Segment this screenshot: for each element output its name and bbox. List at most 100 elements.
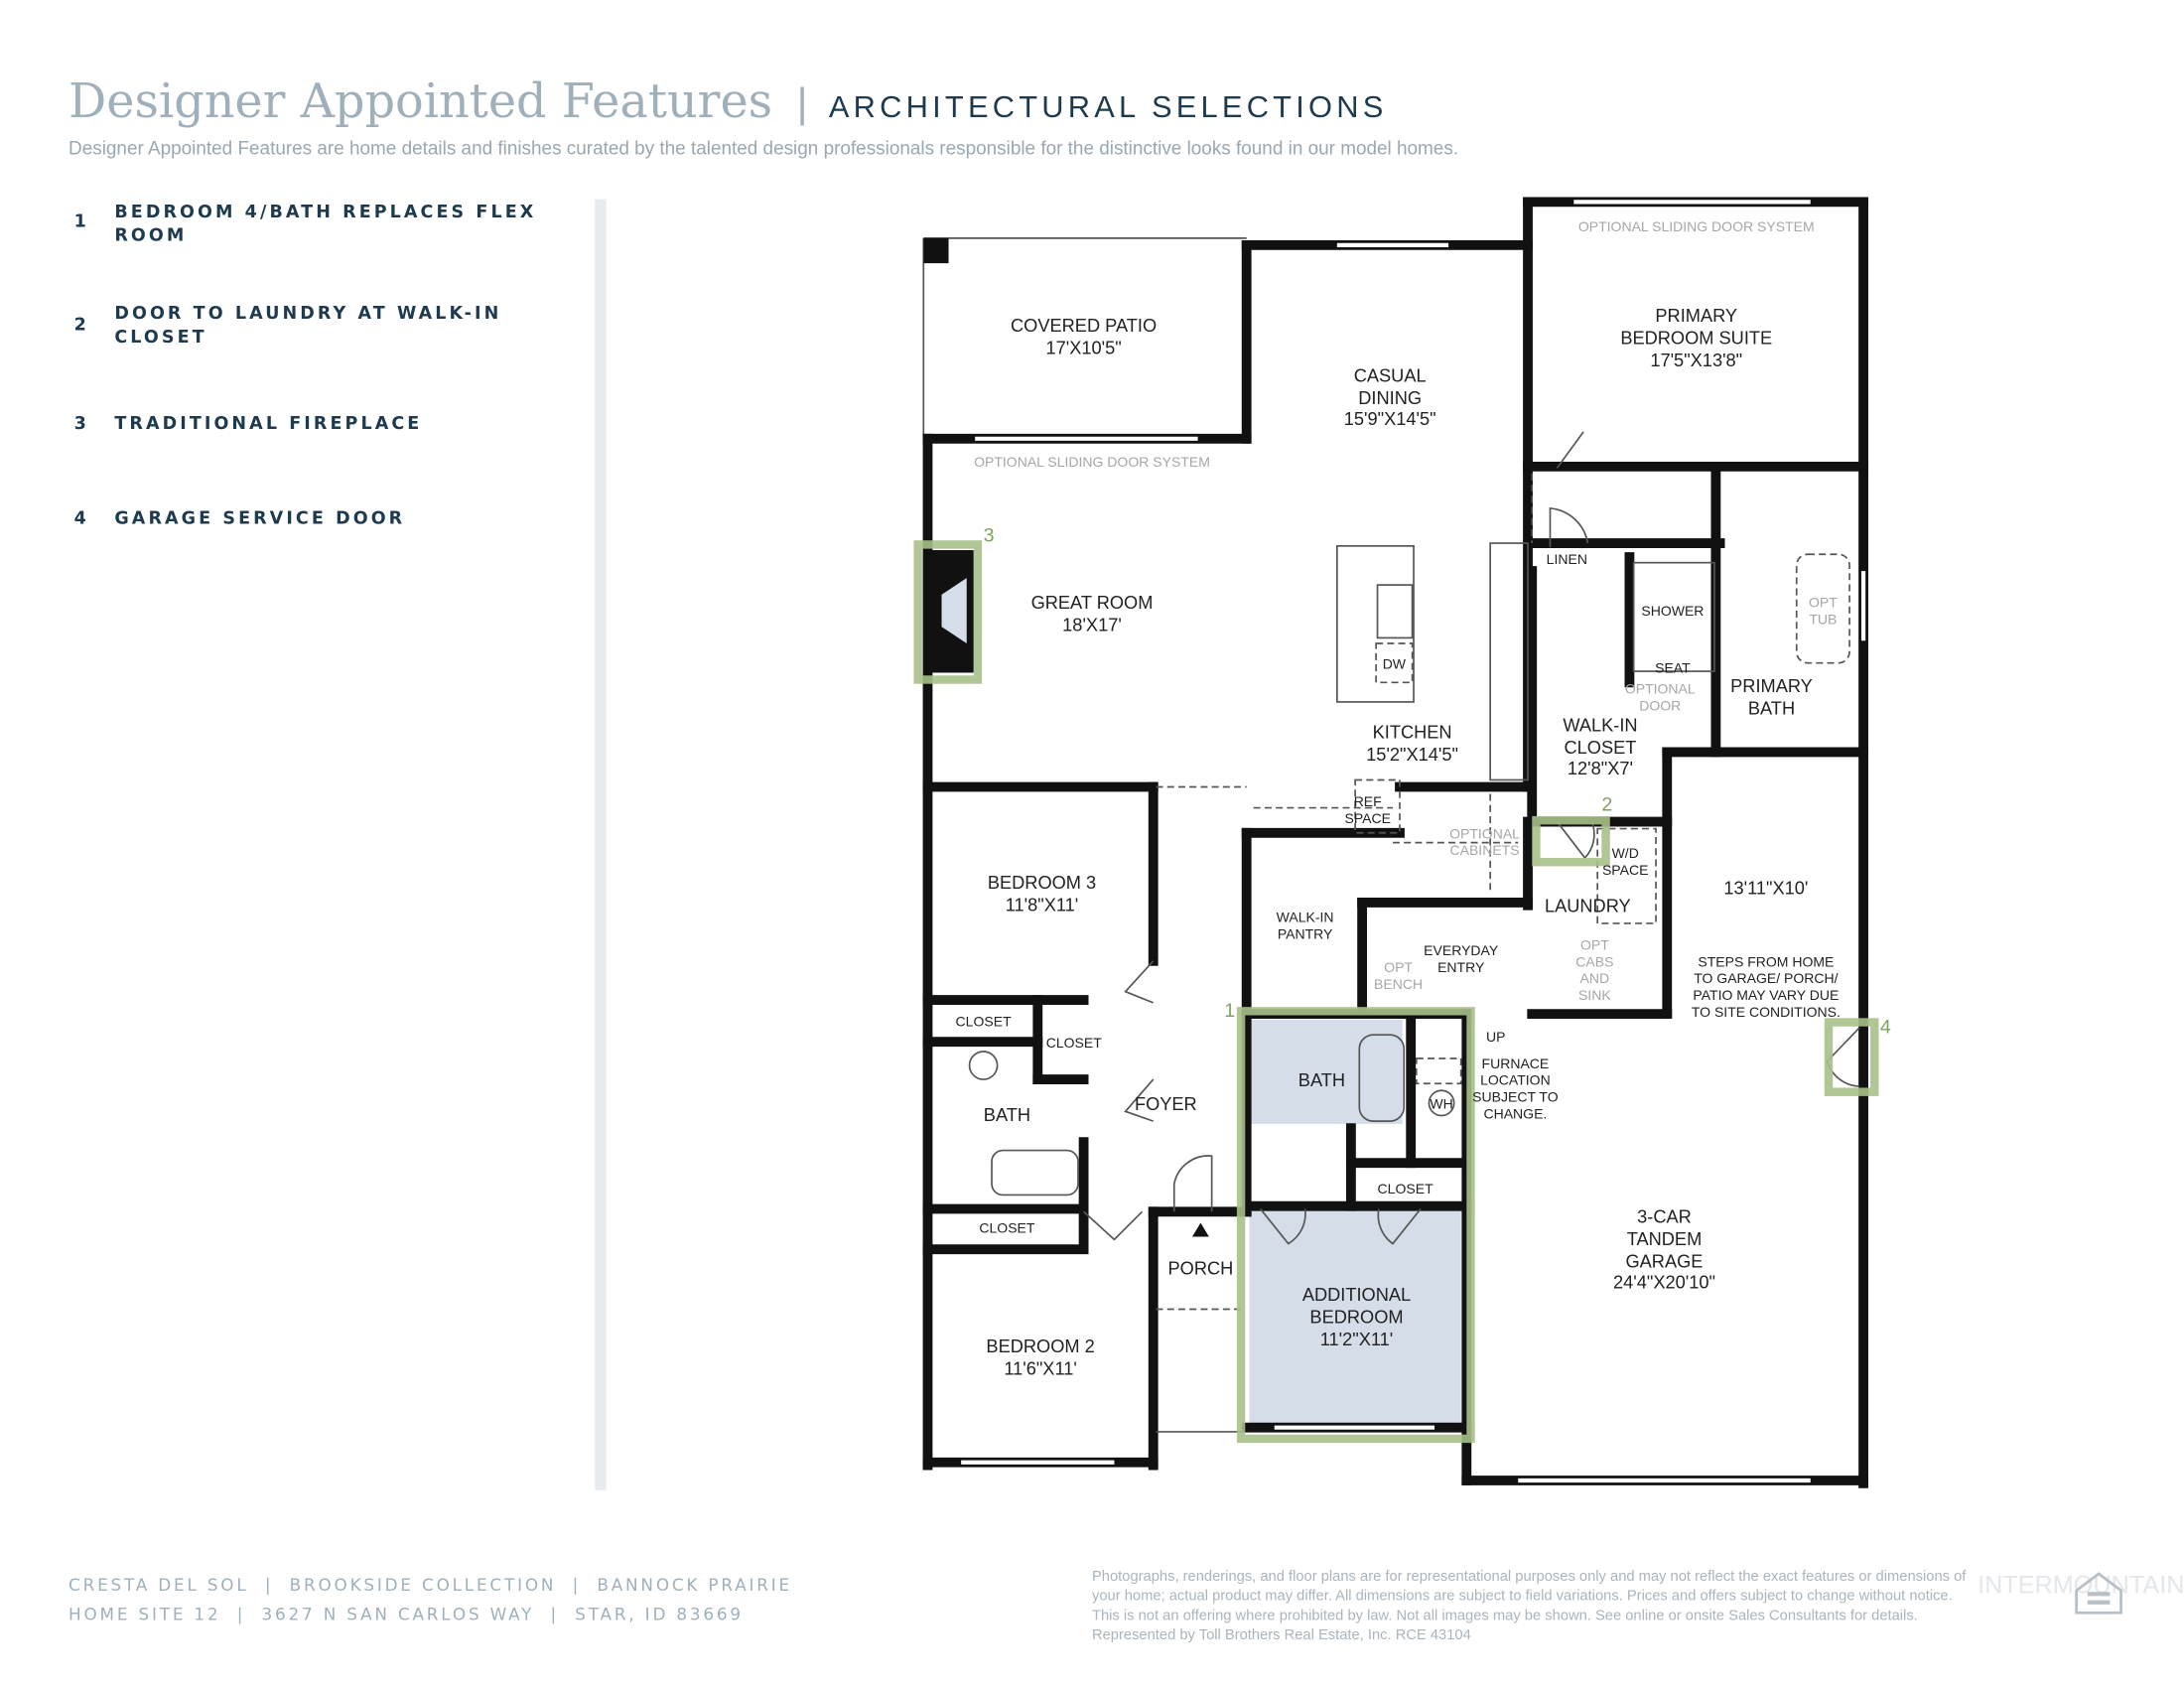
- plan-label: WALK-IN: [1277, 910, 1334, 925]
- opt-tub: [1795, 553, 1850, 664]
- plan-label: PATIO MAY VARY DUE: [1693, 987, 1839, 1003]
- plan-element: [1549, 431, 1589, 548]
- plan-element: [1532, 815, 1610, 867]
- feature-number: 2: [74, 315, 89, 335]
- patio-post: [923, 237, 949, 264]
- plan-label: PRIMARY: [1655, 305, 1737, 326]
- patio-outline: [922, 237, 1247, 439]
- plan-element: [1236, 1007, 1475, 1444]
- floor-plan: 1 2 3 4 COVERED PATIO 17'X10'5" CASUAL D…: [913, 197, 1891, 1488]
- plan-label: 11'6"X11': [1004, 1357, 1077, 1378]
- plan-label: PANTRY: [1278, 925, 1333, 941]
- plan-label: GREAT ROOM: [1031, 592, 1154, 613]
- plan-label: SHOWER: [1641, 603, 1704, 619]
- plan-label: EVERYDAY: [1424, 942, 1499, 958]
- feature-label: TRADITIONAL FIREPLACE: [114, 414, 422, 434]
- plan-label: PRIMARY: [1730, 675, 1813, 696]
- plan-element: [1824, 1018, 1879, 1096]
- plan-element: [1260, 1207, 1422, 1245]
- plan-label: BEDROOM 2: [986, 1336, 1094, 1356]
- feature-number: 1: [74, 212, 89, 232]
- plan-label: OPT: [1809, 595, 1838, 611]
- marker-3: 3: [984, 525, 995, 547]
- water-heater: [1428, 1089, 1455, 1117]
- plan-element: [1556, 821, 1595, 860]
- plan-label: TO GARAGE/ PORCH/: [1694, 970, 1838, 986]
- plan-label: FURNACE: [1482, 1055, 1550, 1071]
- plan-label: CLOSET: [1046, 1035, 1103, 1051]
- intro-text: Designer Appointed Features are home det…: [68, 139, 1458, 160]
- plan-label: DW: [1383, 655, 1407, 671]
- footer-community: CRESTA DEL SOL | BROOKSIDE COLLECTION | …: [68, 1575, 792, 1595]
- plan-annotations: OPTIONAL SLIDING DOOR SYSTEM OPTIONAL SL…: [956, 218, 1841, 1235]
- plan-label: OPTIONAL SLIDING DOOR SYSTEM: [1578, 218, 1815, 234]
- bathtub: [1358, 1034, 1406, 1122]
- plan-label: STEPS FROM HOME: [1698, 953, 1834, 969]
- plan-label: TANDEM: [1627, 1228, 1703, 1249]
- plan-label: CASUAL: [1354, 364, 1427, 385]
- plan-label: CHANGE.: [1483, 1105, 1547, 1121]
- marker-1: 1: [1224, 1000, 1235, 1022]
- plan-label: CABINETS: [1449, 842, 1519, 858]
- plan-label: Photographs, renderings, and floor plans…: [1092, 1569, 1967, 1585]
- windows: [961, 200, 1866, 1483]
- page-subtitle: ARCHITECTURAL SELECTIONS: [829, 89, 1388, 124]
- plan-label: BATH: [1298, 1069, 1345, 1090]
- plan-label: CLOSET: [1565, 737, 1637, 758]
- equal-housing-icon: [2075, 1572, 2122, 1615]
- feature-label: BEDROOM 4/BATH REPLACES FLEX: [114, 203, 536, 222]
- plan-label: BEDROOM: [1309, 1307, 1403, 1328]
- plan-label: OPTIONAL SLIDING DOOR SYSTEM: [974, 454, 1210, 470]
- plan-label: BEDROOM 3: [988, 872, 1096, 893]
- plan-element: [913, 540, 983, 684]
- feature-label: CLOSET: [114, 328, 206, 348]
- legal-disclaimer: Photographs, renderings, and floor plans…: [1092, 1569, 1967, 1643]
- plan-label: 3-CAR: [1637, 1206, 1692, 1227]
- page-title: Designer Appointed Features: [68, 74, 772, 129]
- feature-label: DOOR TO LAUNDRY AT WALK-IN: [114, 304, 501, 324]
- plan-label: OPT: [1384, 959, 1413, 975]
- sink-icon: [968, 1051, 999, 1080]
- plan-label: SPACE: [1344, 810, 1390, 826]
- kitchen-island: [1336, 544, 1415, 703]
- plan-label: PORCH: [1168, 1257, 1234, 1278]
- plan-label: W/D: [1612, 845, 1639, 861]
- bathtub: [991, 1149, 1079, 1196]
- plan-label: 15'9"X14'5": [1344, 408, 1436, 429]
- plan-label: WH: [1430, 1096, 1452, 1112]
- plan-label: ENTRY: [1437, 959, 1485, 975]
- plan-label: 12'8"X7': [1568, 758, 1633, 778]
- plan-label: BENCH: [1374, 976, 1423, 992]
- additional-bedroom-fill: [1249, 1208, 1461, 1425]
- highlights: [913, 540, 1879, 1444]
- marker-2: 2: [1601, 793, 1612, 815]
- feature-label: GARAGE SERVICE DOOR: [114, 508, 405, 528]
- plan-label: TUB: [1809, 611, 1837, 627]
- room-labels: COVERED PATIO 17'X10'5" CASUAL DINING 15…: [984, 305, 1813, 1378]
- plan-label: GARAGE: [1626, 1250, 1704, 1271]
- footer-address: HOME SITE 12 | 3627 N SAN CARLOS WAY | S…: [68, 1604, 744, 1623]
- ref-space: [1354, 778, 1401, 834]
- plan-label: 17'5"X13'8": [1650, 350, 1742, 370]
- plan-label: LAUNDRY: [1545, 896, 1631, 916]
- feature-number: 3: [74, 414, 89, 434]
- plan-label: WALK-IN: [1563, 714, 1637, 735]
- plan-label: OPTIONAL: [1625, 681, 1696, 697]
- title-divider: |: [797, 79, 808, 126]
- marker-4: 4: [1880, 1017, 1891, 1039]
- watermark: INTERMOUNTAIN: [1978, 1572, 2184, 1600]
- plan-label: OPTIONAL: [1449, 825, 1520, 841]
- furnace: [1415, 1057, 1462, 1085]
- plan-label: DOOR: [1639, 697, 1681, 713]
- plan-label: SEAT: [1655, 659, 1691, 675]
- plan-label: 18'X17': [1062, 614, 1122, 634]
- plan-label: This is not an offering where prohibited…: [1092, 1608, 1918, 1623]
- plan-label: BATH: [1748, 698, 1795, 719]
- plan-label: CABS: [1575, 953, 1613, 969]
- feature-label: ROOM: [114, 226, 187, 246]
- sidebar-divider: [595, 199, 607, 1490]
- plan-label: ADDITIONAL: [1302, 1284, 1411, 1305]
- plan-label: CLOSET: [956, 1014, 1013, 1030]
- bath-fill: [1249, 1019, 1403, 1124]
